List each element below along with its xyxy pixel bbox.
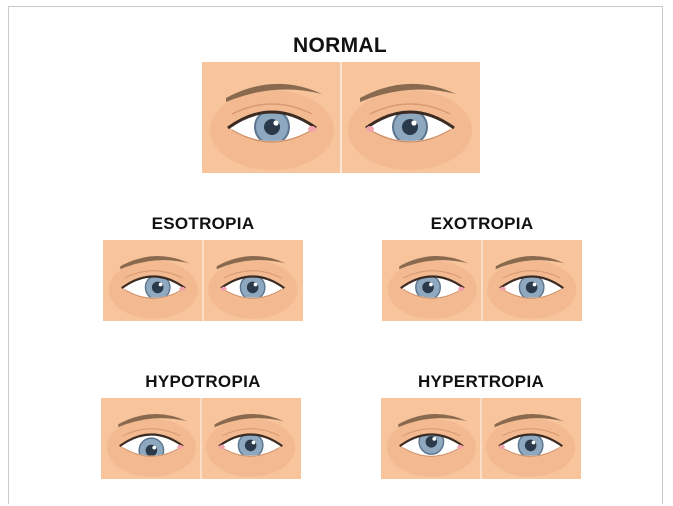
hypotropia-eyes-illustration <box>101 398 301 479</box>
panel-exotropia <box>382 240 582 321</box>
panel-normal <box>202 62 480 173</box>
label-exotropia: EXOTROPIA <box>382 214 582 234</box>
exotropia-eyes-illustration <box>382 240 582 321</box>
label-hypertropia: HYPERTROPIA <box>381 372 581 392</box>
panel-esotropia <box>103 240 303 321</box>
normal-eyes-illustration <box>202 62 480 173</box>
esotropia-eyes-illustration <box>103 240 303 321</box>
label-normal: NORMAL <box>240 34 440 58</box>
label-hypotropia: HYPOTROPIA <box>103 372 303 392</box>
hypertropia-eyes-illustration <box>381 398 581 479</box>
panel-hypertropia <box>381 398 581 479</box>
label-esotropia: ESOTROPIA <box>103 214 303 234</box>
panel-hypotropia <box>101 398 301 479</box>
